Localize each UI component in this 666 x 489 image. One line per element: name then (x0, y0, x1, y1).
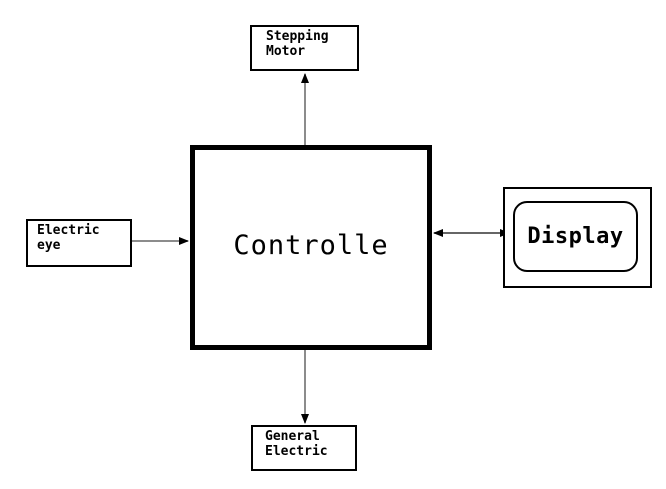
stepping-motor-label-line1: Stepping (266, 29, 329, 44)
electric-eye-label-line1: Electric (37, 223, 100, 238)
display-inner-box: Display (513, 201, 638, 272)
stepping-motor-label-line2: Motor (266, 44, 306, 59)
display-outer-box: Display (503, 187, 652, 288)
general-electric-label-line1: General (265, 429, 320, 444)
display-label: Display (527, 224, 624, 249)
electric-eye-label-line2: eye (37, 238, 61, 253)
controller-box: Controlle (190, 145, 432, 350)
general-electric-label-line2: Electric (265, 444, 328, 459)
controller-label: Controlle (233, 230, 389, 261)
